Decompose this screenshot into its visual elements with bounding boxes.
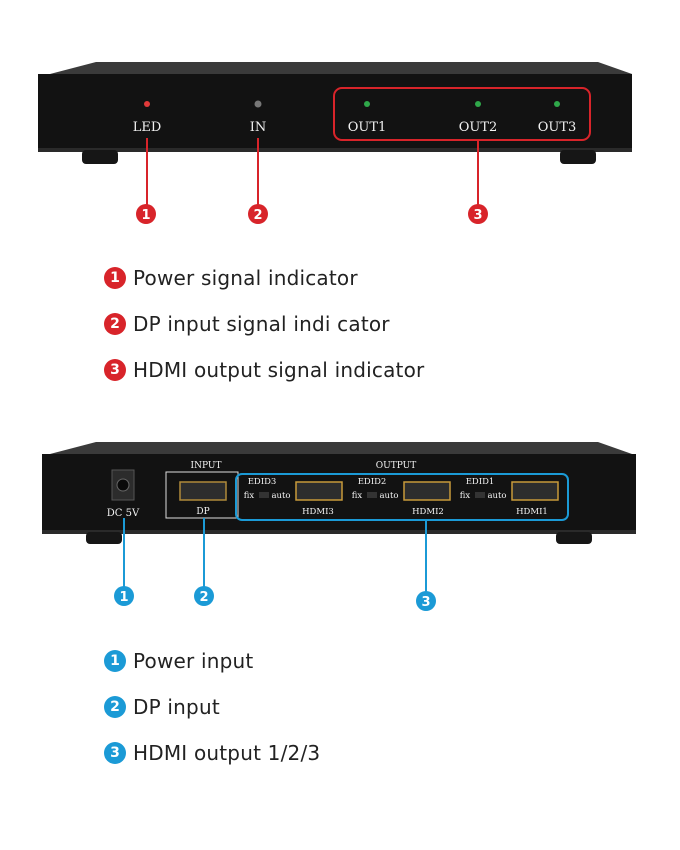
hdmi3-label: HDMI3 xyxy=(302,507,334,517)
legend-badge: 3 xyxy=(104,742,126,764)
foot-left xyxy=(86,532,122,544)
led-label: LED xyxy=(133,120,162,135)
legend-text: DP input xyxy=(133,695,220,719)
device-top xyxy=(50,442,632,454)
fix-label: fix xyxy=(352,491,363,501)
hdmi2-label: HDMI2 xyxy=(412,507,444,517)
led-out2-icon xyxy=(475,101,481,107)
dp-port-icon xyxy=(179,481,227,501)
svg-text:3: 3 xyxy=(421,595,430,610)
dc-label: DC 5V xyxy=(107,508,140,519)
input-box xyxy=(165,471,239,519)
device-top xyxy=(50,62,632,74)
hdmi2-port-icon xyxy=(403,481,451,501)
legend-badge: 1 xyxy=(104,650,126,672)
svg-text:3: 3 xyxy=(473,208,482,223)
legend-badge: 2 xyxy=(104,313,126,335)
led-out3-icon xyxy=(554,101,560,107)
svg-text:2: 2 xyxy=(199,590,208,605)
led-power-icon xyxy=(144,101,150,107)
front-panel-figure: LED IN OUT1 OUT2 OUT3 1 2 3 xyxy=(0,0,680,240)
outputs-highlight-box xyxy=(235,473,569,521)
in-label: IN xyxy=(250,120,267,135)
rear-legend-item-3: 3 HDMI output 1/2/3 xyxy=(104,741,320,765)
legend-badge: 3 xyxy=(104,359,126,381)
fix-label: fix xyxy=(460,491,471,501)
callout-badge-1: 1 xyxy=(114,586,134,606)
callout-badge-2: 2 xyxy=(194,586,214,606)
rear-legend-item-1: 1 Power input xyxy=(104,649,253,673)
hdmi1-label: HDMI1 xyxy=(516,507,548,517)
svg-text:1: 1 xyxy=(119,590,128,605)
out3-label: OUT3 xyxy=(538,120,577,135)
foot-right xyxy=(560,150,596,164)
rear-panel-figure: DC 5V INPUT DP OUTPUT EDID3 fix auto HDM… xyxy=(0,430,680,620)
callout-badge-3: 3 xyxy=(416,591,436,611)
fix-label: fix xyxy=(244,491,255,501)
hdmi1-port-icon xyxy=(511,481,559,501)
front-legend-item-1: 1 Power signal indicator xyxy=(104,266,358,290)
auto-label: auto xyxy=(379,491,398,501)
led-out1-icon xyxy=(364,101,370,107)
edid2-switch-icon xyxy=(367,492,377,498)
legend-badge: 1 xyxy=(104,267,126,289)
out2-label: OUT2 xyxy=(459,120,498,135)
edid2-label: EDID2 xyxy=(358,477,387,487)
auto-label: auto xyxy=(487,491,506,501)
led-in-icon xyxy=(254,100,262,108)
front-legend-item-3: 3 HDMI output signal indicator xyxy=(104,358,424,382)
edid1-label: EDID1 xyxy=(466,477,495,487)
legend-badge: 2 xyxy=(104,696,126,718)
front-legend-item-2: 2 DP input signal indi cator xyxy=(104,312,390,336)
outputs-highlight-box xyxy=(333,87,591,141)
rear-legend-item-2: 2 DP input xyxy=(104,695,220,719)
out1-label: OUT1 xyxy=(348,120,387,135)
auto-label: auto xyxy=(271,491,290,501)
callout-badge-2: 2 xyxy=(248,204,268,224)
svg-text:2: 2 xyxy=(253,208,262,223)
output-label: OUTPUT xyxy=(376,461,416,471)
edid3-switch-icon xyxy=(259,492,269,498)
input-label: INPUT xyxy=(191,461,222,471)
legend-text: Power input xyxy=(133,649,254,673)
edid3-label: EDID3 xyxy=(248,477,277,487)
legend-text: HDMI output 1/2/3 xyxy=(133,741,321,765)
dp-label: DP xyxy=(196,507,209,517)
foot-right xyxy=(556,532,592,544)
legend-text: DP input signal indi cator xyxy=(133,312,390,336)
foot-left xyxy=(82,150,118,164)
svg-text:1: 1 xyxy=(141,208,150,223)
legend-text: HDMI output signal indicator xyxy=(133,358,425,382)
callout-badge-1: 1 xyxy=(136,204,156,224)
legend-text: Power signal indicator xyxy=(133,266,358,290)
hdmi3-port-icon xyxy=(295,481,343,501)
callout-badge-3: 3 xyxy=(468,204,488,224)
edid1-switch-icon xyxy=(475,492,485,498)
